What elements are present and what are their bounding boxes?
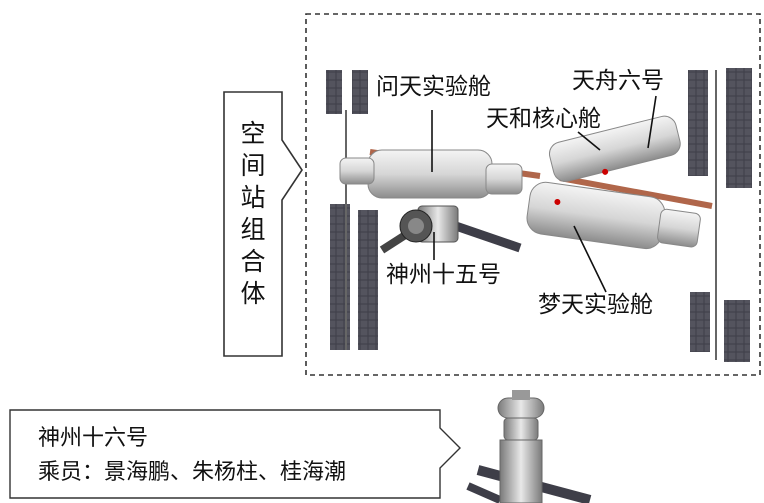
arriving-callout: [9, 409, 461, 499]
group-label-char: 空: [240, 119, 266, 148]
leader-mengtian: [573, 225, 607, 293]
arriving-crew: 乘员：景海鹏、朱杨柱、桂海潮: [38, 460, 347, 485]
leader-tianhe: [577, 131, 601, 151]
group-label-char: 间: [240, 151, 266, 180]
group-label-char: 体: [240, 279, 266, 308]
label-mengtian: 梦天实验舱: [538, 292, 653, 318]
group-label-char: 组: [240, 215, 266, 244]
group-label-char: 合: [240, 247, 266, 276]
group-label: 空 间 站 组 合 体: [239, 118, 267, 310]
group-label-char: 站: [240, 183, 266, 212]
label-tianzhou: 天舟六号: [572, 68, 664, 94]
solar-panel: [358, 210, 378, 350]
group-callout: [223, 91, 303, 357]
leader-tianzhou: [647, 95, 657, 149]
solar-panel: [726, 68, 752, 188]
mengtian-module-shape: [526, 181, 701, 250]
solar-panel: [326, 70, 342, 114]
shenzhou16-shape: [466, 390, 592, 503]
solar-panel: [352, 70, 368, 114]
arriving-name: 神州十六号: [38, 426, 149, 451]
tianhe-module-shape: [548, 115, 681, 182]
label-shenzhou15: 神州十五号: [386, 262, 501, 288]
label-wentian: 问天实验舱: [376, 74, 491, 100]
solar-panel: [688, 70, 708, 176]
wentian-module-shape: [339, 149, 523, 199]
station-frame: [305, 13, 761, 376]
shenzhou15-shape: [399, 205, 459, 243]
solar-panel: [724, 300, 750, 362]
label-tianhe: 天和核心舱: [486, 106, 601, 132]
solar-panel: [690, 292, 710, 352]
